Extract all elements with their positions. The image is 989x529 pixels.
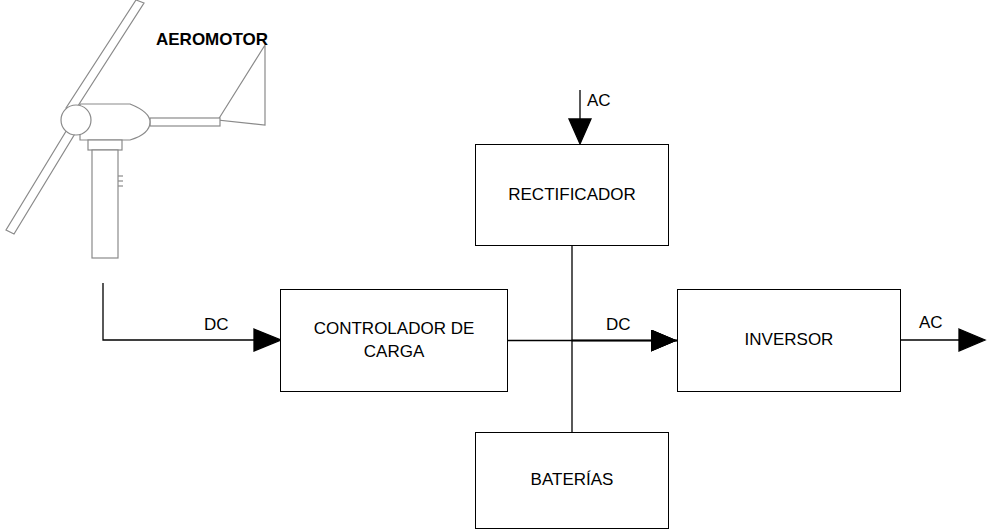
box-label: RECTIFICADOR [502, 184, 642, 206]
signal-label: DC [203, 316, 230, 335]
ac-output-wire [900, 339, 962, 340]
dc-wire [103, 283, 258, 340]
signal-label: AC [586, 92, 612, 111]
rectifier-box: RECTIFICADOR [475, 144, 669, 246]
battery-box: BATERÍAS [475, 432, 669, 529]
inverter-box: INVERSOR [677, 289, 901, 392]
charge-controller-box: CONTROLADOR DE CARGA [280, 289, 508, 392]
device-label: AEROMOTOR [155, 31, 269, 50]
dc-bus-connector [572, 246, 677, 341]
edge-label: DC [605, 316, 632, 335]
arrowhead [254, 329, 281, 351]
arrowhead [959, 329, 985, 351]
box-label: CONTROLADOR DE CARGA [303, 318, 485, 362]
dc-bus-connector [572, 341, 677, 433]
signal-label: AC [918, 314, 944, 333]
arrowhead [569, 119, 591, 144]
box-label: INVERSOR [739, 329, 840, 351]
ac-input-wire [579, 90, 580, 122]
box-label: BATERÍAS [525, 469, 620, 491]
